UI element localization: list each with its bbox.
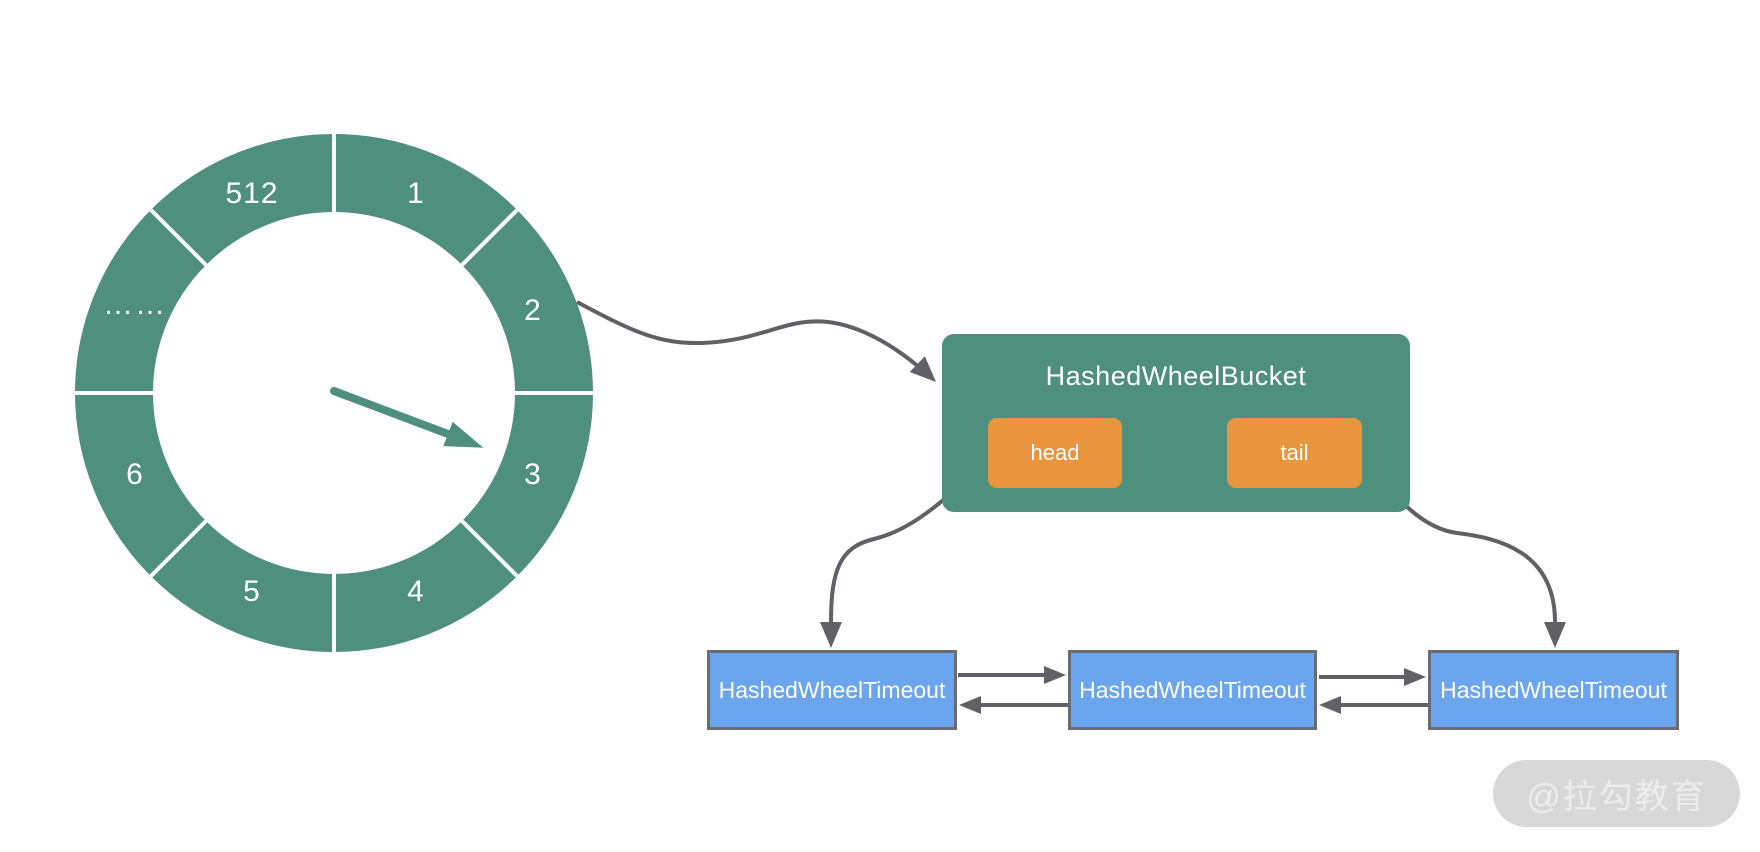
hashed-wheel-timeout-node-2: HashedWheelTimeout bbox=[1068, 650, 1317, 730]
timeout-node-label: HashedWheelTimeout bbox=[1440, 676, 1667, 703]
bucket-head-node: head bbox=[988, 418, 1122, 488]
wheel-slot-label-1: 1 bbox=[407, 177, 425, 210]
wheel-pointer-head-icon bbox=[443, 421, 484, 448]
watermark-text: @拉勾教育 bbox=[1526, 778, 1707, 816]
wheel-segment-dividers bbox=[75, 134, 593, 652]
wheel-slot-label-2: 2 bbox=[524, 294, 542, 327]
wheel-slot-label-3: 3 bbox=[524, 458, 542, 491]
wheel-to-bucket-connector bbox=[576, 300, 936, 382]
prev-pointer-arrowhead-icon bbox=[1319, 696, 1341, 714]
bucket-head-label: head bbox=[1030, 440, 1080, 465]
bucket-title: HashedWheelBucket bbox=[1045, 360, 1307, 391]
wheel-pointer-shaft bbox=[330, 387, 452, 438]
wheel-slot-label-5: 5 bbox=[243, 575, 261, 608]
hashed-wheel-timeout-node-1: HashedWheelTimeout bbox=[707, 650, 957, 730]
wheel-slot-label-ellipsis: …… bbox=[103, 287, 167, 321]
next-pointer-arrowhead-icon bbox=[1044, 666, 1066, 684]
wheel-to-bucket-arrowhead-icon bbox=[909, 356, 936, 382]
wheel-slot-label-4: 4 bbox=[407, 575, 425, 608]
head-to-node-arrowhead-icon bbox=[820, 622, 842, 648]
wheel-to-bucket-curve bbox=[576, 300, 922, 370]
divider-nw bbox=[149, 208, 208, 267]
divider-sw bbox=[149, 519, 208, 578]
hashed-wheel-bucket: HashedWheelBucket head tail bbox=[942, 334, 1410, 512]
next-pointer-arrowhead-icon bbox=[1404, 668, 1426, 686]
timeout-node-label: HashedWheelTimeout bbox=[718, 676, 946, 703]
wheel-pointer-arrow bbox=[330, 387, 484, 448]
tail-to-node-arrowhead-icon bbox=[1544, 622, 1566, 648]
linked-list-arrows-1-2 bbox=[958, 666, 1068, 714]
divider-ne bbox=[460, 208, 519, 267]
bucket-tail-node: tail bbox=[1227, 418, 1362, 488]
wheel-slot-label-512: 512 bbox=[225, 177, 279, 210]
hashed-wheel-timeout-node-3: HashedWheelTimeout bbox=[1428, 650, 1679, 730]
prev-pointer-arrowhead-icon bbox=[959, 696, 981, 714]
watermark-badge: @拉勾教育 bbox=[1493, 760, 1740, 827]
bucket-tail-label: tail bbox=[1280, 440, 1309, 465]
wheel-slot-label-6: 6 bbox=[126, 458, 144, 491]
timeout-node-label: HashedWheelTimeout bbox=[1079, 676, 1306, 703]
linked-list-arrows-2-3 bbox=[1319, 668, 1428, 714]
divider-se bbox=[460, 519, 519, 578]
